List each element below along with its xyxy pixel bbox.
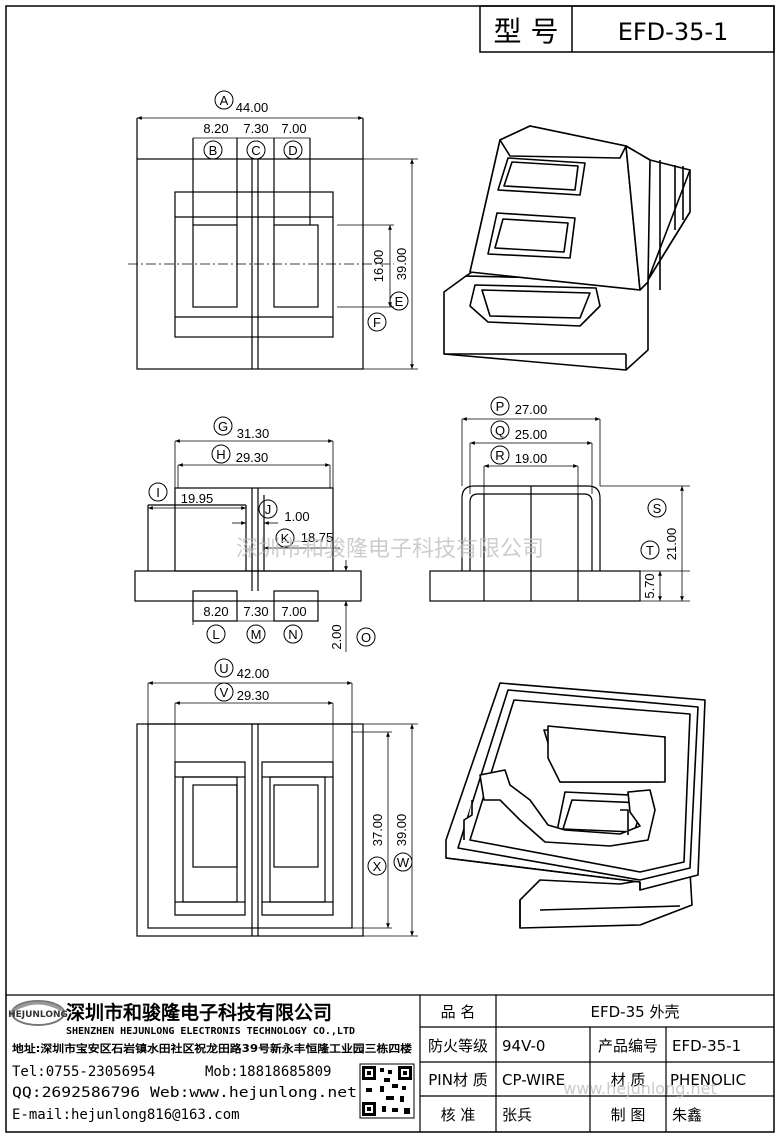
balloon-d: D: [288, 143, 297, 158]
bottom-view-dimensions: [148, 681, 414, 936]
company-tel: Tel:0755-23056954: [12, 1064, 155, 1080]
balloon-b: B: [209, 143, 218, 158]
company-email: E-mail:hejunlong816@163.com: [12, 1107, 240, 1123]
bottom-view-labels: U 42.00 V 29.30 37.00 X 39.00 W: [214, 658, 413, 876]
balloon-c: C: [251, 143, 260, 158]
top-view-dimensions: [137, 116, 414, 369]
draw-label: 制 图: [611, 1106, 646, 1124]
name-label: 品 名: [441, 1003, 476, 1021]
dim-u: 42.00: [237, 666, 270, 681]
fire-value: 94V-0: [502, 1037, 545, 1055]
company-address: 地址:深圳市宝安区石岩镇水田社区祝龙田路39号新永丰恒隆工业园三栋四楼: [12, 1042, 413, 1055]
balloon-x: X: [373, 859, 382, 874]
qr-code: [359, 1063, 415, 1119]
dim-j: 1.00: [284, 509, 309, 524]
company-info: 深圳市和骏隆电子科技有限公司 SHENZHEN HEJUNLONG ELECTR…: [12, 1001, 413, 1123]
model-header: 型 号 EFD-35-1: [479, 5, 775, 53]
balloon-a: A: [220, 93, 229, 108]
balloon-f: F: [373, 315, 381, 330]
draw-value: 朱鑫: [672, 1106, 702, 1124]
company-name-cn: 深圳市和骏隆电子科技有限公司: [66, 1001, 332, 1024]
side-view-labels: G 31.30 H 29.30 I 19.95 J 1.00 K 18.75 8…: [148, 416, 376, 650]
pin-label: PIN材 质: [428, 1071, 487, 1089]
company-logo: HEJUNLONG: [8, 1000, 68, 1026]
balloon-w: W: [397, 855, 410, 870]
top-view-labels: A 44.00 8.20 7.30 7.00 B C D 16.00 39.00…: [203, 90, 409, 332]
balloon-e: E: [395, 294, 404, 309]
dim-x: 37.00: [370, 814, 385, 847]
balloon-k: K: [281, 531, 290, 546]
company-name-en: SHENZHEN HEJUNLONG ELECTRONIS TECHNOLOGY…: [66, 1026, 355, 1037]
iso-view-top: [443, 125, 691, 371]
dim-i: 19.95: [181, 491, 214, 506]
dim-o: 2.00: [329, 624, 344, 649]
balloon-s: S: [653, 501, 662, 516]
pin-value: CP-WIRE: [502, 1071, 565, 1089]
side-view: [134, 441, 362, 625]
dim-r: 19.00: [515, 451, 548, 466]
dim-w: 39.00: [394, 814, 409, 847]
check-label: 核 准: [441, 1106, 476, 1124]
dim-d: 7.00: [281, 121, 306, 136]
company-mob: Mob:18818685809: [205, 1064, 331, 1080]
material-value: PHENOLIC: [670, 1071, 746, 1089]
dim-a: 44.00: [236, 100, 269, 115]
balloon-o: O: [361, 630, 371, 645]
side-view-dimensions: [148, 439, 348, 652]
dim-c: 7.30: [243, 121, 268, 136]
dim-q: 25.00: [515, 427, 548, 442]
dim-n: 7.00: [281, 604, 306, 619]
model-value: EFD-35-1: [618, 18, 729, 46]
name-value: EFD-35 外壳: [591, 1003, 680, 1021]
balloon-l: L: [212, 627, 219, 642]
check-value: 张兵: [502, 1106, 532, 1124]
balloon-h: H: [216, 447, 225, 462]
dim-b: 8.20: [203, 121, 228, 136]
dim-p: 27.00: [515, 402, 548, 417]
balloon-p: P: [496, 399, 505, 414]
balloon-q: Q: [495, 423, 505, 438]
title-block-text: 品 名 EFD-35 外壳 防火等级 94V-0 产品编号 EFD-35-1 P…: [428, 1003, 746, 1124]
code-value: EFD-35-1: [672, 1037, 741, 1055]
dim-v: 29.30: [237, 688, 270, 703]
fire-label: 防火等级: [428, 1037, 488, 1055]
end-view-labels: P 27.00 Q 25.00 R 19.00 S 21.00 T 5.70: [490, 396, 679, 599]
balloon-j: J: [265, 502, 272, 517]
end-view-dimensions: [462, 417, 684, 601]
sheet-border: [5, 5, 775, 1133]
dim-m: 7.30: [243, 604, 268, 619]
balloon-v: V: [220, 685, 229, 700]
balloon-m: M: [251, 627, 262, 642]
material-label: 材 质: [611, 1071, 646, 1089]
code-label: 产品编号: [598, 1037, 658, 1055]
logo-text: HEJUNLONG: [8, 1010, 68, 1020]
model-label: 型 号: [494, 15, 559, 48]
dim-h: 29.30: [236, 450, 269, 465]
balloon-i: I: [156, 485, 160, 500]
bottom-view: [136, 683, 418, 937]
dim-s: 21.00: [664, 528, 679, 561]
top-view: [128, 118, 418, 370]
dim-k: 18.75: [301, 530, 334, 545]
dim-e: 16.00: [371, 250, 386, 283]
watermark-center: 深圳市和骏隆电子科技有限公司: [236, 537, 544, 562]
title-block: [6, 994, 774, 1132]
dim-g: 31.30: [237, 426, 270, 441]
balloon-t: T: [646, 543, 654, 558]
iso-view-bottom: [445, 682, 706, 929]
balloon-g: G: [218, 419, 228, 434]
dim-f: 39.00: [394, 248, 409, 281]
watermark-bottom: www.hejunlong.net: [563, 1079, 716, 1098]
dim-t: 5.70: [642, 573, 657, 598]
balloon-u: U: [219, 661, 228, 676]
end-view: [429, 419, 690, 602]
balloon-n: N: [288, 627, 297, 642]
company-qq-web: QQ:2692586796 Web:www.hejunlong.net: [12, 1085, 357, 1101]
dim-l: 8.20: [203, 604, 228, 619]
balloon-r: R: [495, 448, 504, 463]
